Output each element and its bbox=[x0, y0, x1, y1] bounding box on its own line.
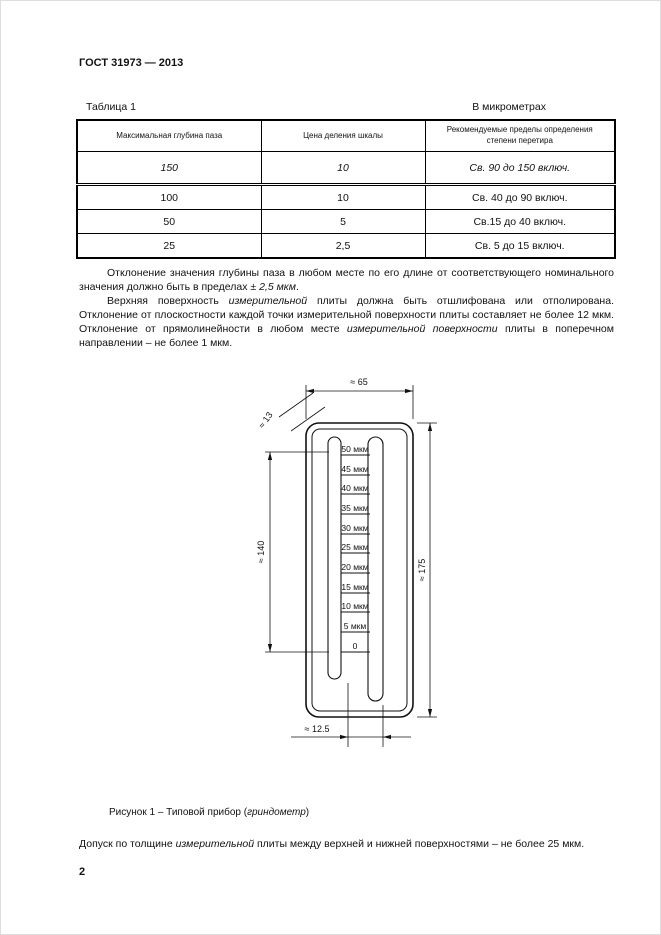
dim-label-groove-length: ≈ 140 bbox=[256, 540, 266, 562]
header-recommended-limits: Рекомендуемые пределы определения степен… bbox=[424, 119, 616, 152]
table-cell: 10 bbox=[260, 184, 426, 210]
units-note: В микрометрах bbox=[472, 101, 546, 113]
table-cell: Св. 5 до 15 включ. bbox=[424, 233, 616, 259]
dim-label-bottom-width: ≈ 12.5 bbox=[305, 724, 330, 734]
scale-label: 45 мкм bbox=[341, 464, 368, 474]
table-label: Таблица 1 bbox=[86, 101, 136, 113]
table-caption-row: Таблица 1 В микрометрах bbox=[79, 100, 614, 114]
dim-edge-offset: ≈ 13 bbox=[256, 392, 326, 432]
scale-label: 30 мкм bbox=[341, 523, 368, 533]
paragraph-thickness: Допуск по толщине измерительной плиты ме… bbox=[79, 837, 585, 850]
doc-code: ГОСТ 31973 — 2013 bbox=[79, 57, 184, 69]
table-cell: 5 bbox=[260, 209, 426, 234]
paragraph-deviation: Отклонение значения глубины паза в любом… bbox=[79, 267, 614, 293]
table-cell: 50 bbox=[76, 209, 262, 234]
dim-label-top-width: ≈ 65 bbox=[350, 377, 367, 387]
table-row: 100 10 Св. 40 до 90 включ. bbox=[76, 184, 616, 210]
table-cell: Св. 40 до 90 включ. bbox=[424, 184, 616, 210]
table-cell: 25 bbox=[76, 233, 262, 259]
figure-caption: Рисунок 1 – Типовой прибор (гриндометр) bbox=[109, 806, 310, 818]
header-max-groove-depth: Максимальная глубина паза bbox=[76, 119, 262, 152]
dim-bottom-width: ≈ 12.5 bbox=[291, 682, 411, 747]
scale-label: 40 мкм bbox=[341, 483, 368, 493]
scale-label: 10 мкм bbox=[341, 601, 368, 611]
scale-label: 50 мкм bbox=[341, 444, 368, 454]
header-scale-division: Цена деления шкалы bbox=[260, 119, 426, 152]
scale-label: 0 bbox=[353, 641, 358, 651]
dim-label-plate-length: ≈ 175 bbox=[417, 558, 427, 580]
table-row: 150 10 Св. 90 до 150 включ. bbox=[76, 151, 616, 186]
figure-grindometer: 50 мкм 45 мкм 40 мкм 35 мкм 30 мкм 25 мк… bbox=[79, 373, 614, 765]
scale-ticks bbox=[341, 454, 370, 653]
table-header-row: Максимальная глубина паза Цена деления ш… bbox=[76, 119, 616, 152]
table-cell: 2,5 bbox=[260, 233, 426, 259]
table-row: 50 5 Св.15 до 40 включ. bbox=[76, 209, 616, 234]
table-cell: Св. 90 до 150 включ. bbox=[424, 151, 616, 186]
dim-plate-length: ≈ 175 bbox=[417, 422, 437, 718]
table-cell: Св.15 до 40 включ. bbox=[424, 209, 616, 234]
scale-label: 5 мкм bbox=[344, 621, 367, 631]
plate-outline bbox=[305, 421, 414, 718]
dim-top-width: ≈ 65 bbox=[305, 377, 414, 419]
grindometer-drawing: 50 мкм 45 мкм 40 мкм 35 мкм 30 мкм 25 мк… bbox=[256, 377, 437, 747]
groove-slots bbox=[327, 436, 384, 702]
scale-label: 35 мкм bbox=[341, 503, 368, 513]
table-cell: 150 bbox=[76, 151, 262, 186]
table-1: Максимальная глубина паза Цена деления ш… bbox=[76, 119, 616, 259]
right-slot bbox=[367, 436, 384, 702]
page-number: 2 bbox=[79, 865, 86, 878]
scale-label: 20 мкм bbox=[341, 562, 368, 572]
scale-labels: 50 мкм 45 мкм 40 мкм 35 мкм 30 мкм 25 мк… bbox=[341, 444, 368, 651]
scale-label: 25 мкм bbox=[341, 542, 368, 552]
table-cell: 100 bbox=[76, 184, 262, 210]
table-row: 25 2,5 Св. 5 до 15 включ. bbox=[76, 233, 616, 259]
scale-label: 15 мкм bbox=[341, 582, 368, 592]
paragraph-surface: Верхняя поверхность измерительной плиты … bbox=[79, 294, 614, 349]
dim-label-edge-offset: ≈ 13 bbox=[256, 410, 274, 430]
table-cell: 10 bbox=[260, 151, 426, 186]
left-slot bbox=[327, 436, 342, 680]
dim-groove-length: ≈ 140 bbox=[256, 451, 329, 653]
